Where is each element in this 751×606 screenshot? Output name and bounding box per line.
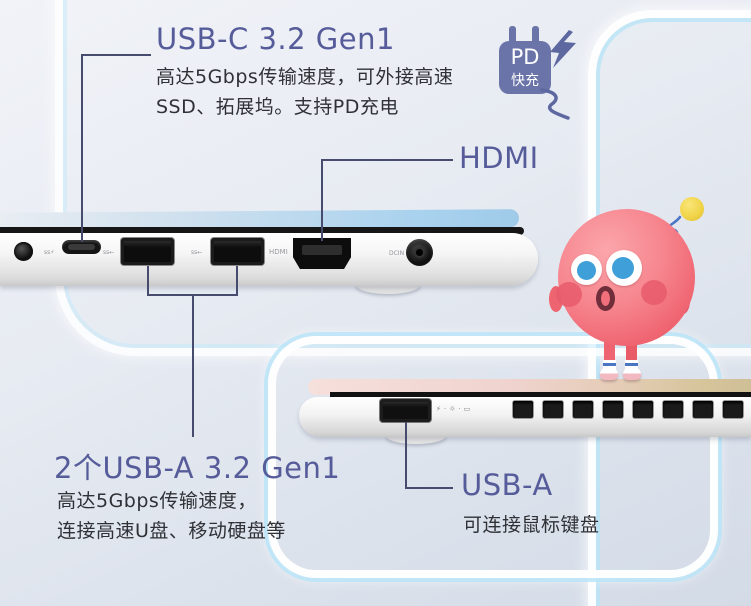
usb-a-port-1	[121, 238, 174, 265]
dual-usba-title: 2个USB-A 3.2 Gen1	[54, 451, 341, 485]
pd-plug-icon	[499, 41, 551, 94]
vent-slot	[723, 401, 743, 418]
dc-in-port	[406, 239, 433, 266]
usba-callout-line-vertical	[405, 422, 407, 489]
pd-badge-line2: 快充	[511, 73, 539, 89]
usb-c-port	[62, 240, 101, 254]
pd-badge-line1: PD	[510, 45, 540, 69]
usba-title: USB-A	[461, 468, 553, 502]
vent-slot	[603, 401, 623, 418]
pd-plug-prong-left	[509, 26, 516, 43]
usba-desc: 可连接鼠标键盘	[463, 514, 600, 536]
mascot-shoe-left	[600, 367, 618, 380]
vent-slot	[513, 401, 533, 418]
mascot-mouth	[596, 286, 615, 311]
hdmi-callout-line-vertical	[321, 159, 323, 241]
usbc-desc-line2: SSD、拓展坞。支持PD充电	[156, 96, 399, 118]
usba-callout-line-horizontal	[405, 487, 453, 489]
laptop2-hinge-gap	[330, 392, 751, 399]
usbc-desc-line1: 高达5Gbps传输速度，可外接高速	[156, 66, 454, 88]
hdmi-title: HDMI	[459, 141, 539, 175]
mascot-cheek-right	[641, 280, 667, 305]
audio-jack-port	[14, 242, 33, 261]
mascot-sock-right	[625, 360, 638, 369]
usbc-charge-print: ss⚡	[44, 249, 55, 256]
vent-slot	[633, 401, 653, 418]
vent-slot	[693, 401, 713, 418]
hdmi-port	[293, 238, 351, 269]
vent-slot	[573, 401, 593, 418]
mascot-cheek-left	[556, 282, 582, 307]
pd-plug-prong-right	[532, 26, 539, 43]
mascot-antenna-ball	[680, 197, 704, 221]
dual-usba-bracket-left	[147, 266, 149, 296]
usbc-callout-line-vertical	[81, 54, 83, 242]
hdmi-callout-line-horizontal	[321, 159, 453, 161]
charger-cord-icon	[540, 88, 570, 120]
mascot-shoe-right	[623, 367, 641, 380]
dcin-print: DCIN	[389, 250, 405, 257]
usbc-callout-line-horizontal	[81, 54, 151, 56]
dual-usba-callout-line-vertical	[192, 294, 194, 437]
usb-a-port-2	[211, 238, 264, 265]
superspeed-print-2: ss←	[191, 249, 203, 256]
laptop2-lid-edge	[308, 379, 751, 395]
dual-usba-desc-line2: 连接高速U盘、移动硬盘等	[57, 520, 286, 542]
laptop1-hinge-gap	[0, 227, 524, 235]
hdmi-print: HDMI	[269, 248, 288, 256]
dual-usba-desc-line1: 高达5Gbps传输速度，	[57, 490, 257, 512]
mascot-pupil-right	[612, 257, 634, 279]
vent-slot	[663, 401, 683, 418]
dual-usba-bracket-right	[236, 266, 238, 296]
usb-a-port-3	[380, 399, 431, 422]
mascot-sock-left	[603, 360, 616, 369]
usbc-title: USB-C 3.2 Gen1	[156, 22, 395, 56]
mascot-pupil-left	[577, 261, 596, 280]
lightning-bolt-icon	[550, 30, 576, 68]
vent-slot	[543, 401, 563, 418]
status-indicator-icons: ⚡·☼·▭	[436, 405, 474, 413]
superspeed-print-1: ss←	[103, 249, 115, 256]
